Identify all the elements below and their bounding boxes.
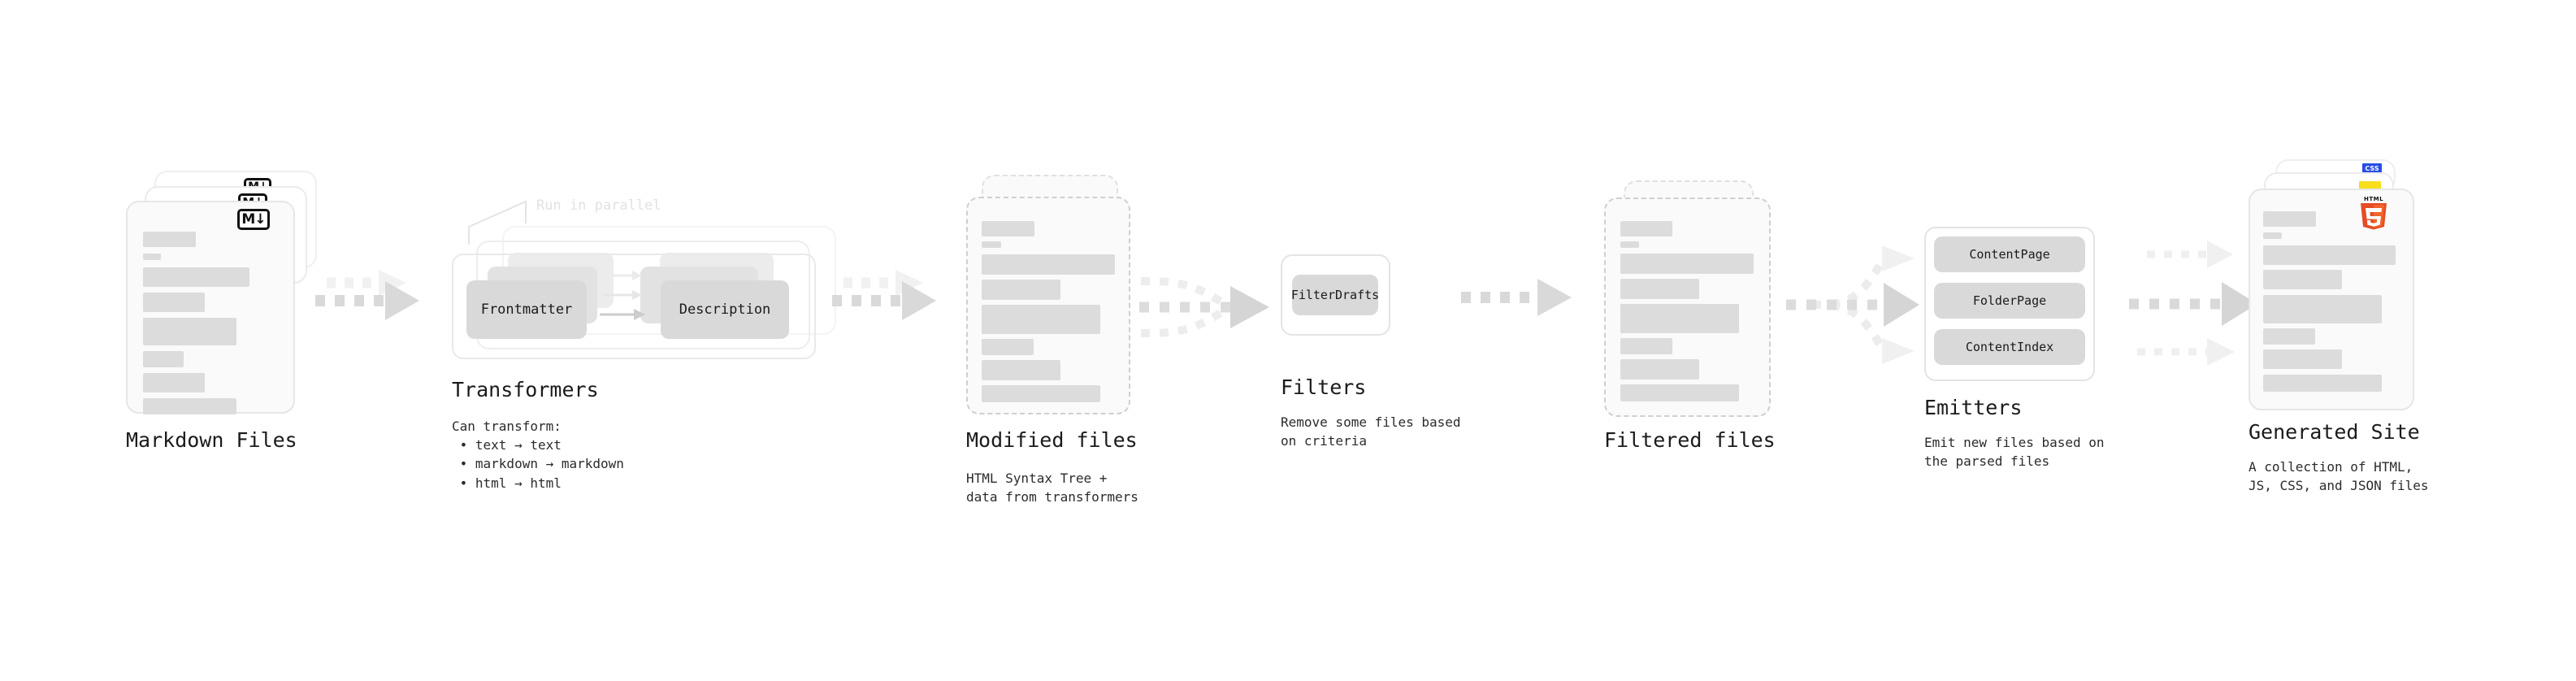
arrow-markdown-to-transformers <box>315 270 419 320</box>
skeleton-line <box>2263 245 2396 265</box>
markdown-files-title: Markdown Files <box>126 428 297 452</box>
chip-folderpage[interactable]: FolderPage <box>1934 283 2085 319</box>
skeleton-line <box>1620 384 1739 401</box>
skeleton-line <box>982 241 1001 248</box>
filtered-files-title: Filtered files <box>1604 428 1776 452</box>
skeleton-line <box>2263 349 2342 369</box>
emitters-subtitle: Emit new files based on the parsed files <box>1924 435 2105 470</box>
arrow-filters-to-filtered <box>1461 279 1572 316</box>
skeleton-line <box>2263 328 2315 345</box>
skeleton-line <box>143 398 236 414</box>
skeleton-line <box>2263 295 2382 323</box>
skeleton-line <box>1620 359 1699 380</box>
skeleton-line <box>2263 232 2282 239</box>
arrow-transformers-to-modified <box>832 270 936 320</box>
run-in-parallel-label: Run in parallel <box>536 197 661 214</box>
transformers-subtitle: Can transform: • text → text • markdown … <box>452 419 624 491</box>
filters-subtitle: Remove some files based on criteria <box>1281 414 1461 449</box>
skeleton-line <box>143 232 196 247</box>
skeleton-line <box>982 360 1060 380</box>
chip-description[interactable]: Description <box>661 280 789 339</box>
generated-site-subtitle: A collection of HTML, JS, CSS, and JSON … <box>2249 459 2429 494</box>
chip-filterdrafts[interactable]: FilterDrafts <box>1291 275 1379 315</box>
filters-title: Filters <box>1281 375 1367 399</box>
skeleton-line <box>1620 304 1739 333</box>
skeleton-line <box>1620 241 1639 248</box>
chip-contentindex[interactable]: ContentIndex <box>1934 329 2085 365</box>
generated-site-title: Generated Site <box>2249 420 2420 444</box>
skeleton-line <box>2263 270 2342 289</box>
modified-files-title: Modified files <box>966 428 1138 452</box>
chip-frontmatter[interactable]: Frontmatter <box>466 280 587 339</box>
html5-logo-icon: HTML <box>2361 196 2387 230</box>
skeleton-line <box>982 339 1034 355</box>
skeleton-line <box>982 221 1034 236</box>
skeleton-line <box>982 385 1100 402</box>
skeleton-line <box>143 351 184 367</box>
chip-contentpage[interactable]: ContentPage <box>1934 236 2085 272</box>
skeleton-line <box>982 305 1100 334</box>
run-in-parallel-leader <box>468 200 527 245</box>
svg-text:CSS: CSS <box>2365 165 2379 172</box>
skeleton-line <box>1620 279 1699 299</box>
transformer-panel-front <box>452 254 816 359</box>
skeleton-line <box>982 254 1115 275</box>
transformer-inner-arrows <box>600 271 645 320</box>
svg-text:HTML: HTML <box>2364 196 2383 202</box>
skeleton-line <box>143 267 249 287</box>
skeleton-line <box>143 293 205 312</box>
markdown-badge: M↓ <box>237 209 270 230</box>
transformers-title: Transformers <box>452 378 599 401</box>
arrow-filtered-to-emitters <box>1786 245 1919 364</box>
emitters-title: Emitters <box>1924 396 2023 419</box>
skeleton-line <box>143 373 205 393</box>
arrow-emitters-to-site <box>2129 241 2257 366</box>
skeleton-line <box>1620 221 1672 236</box>
skeleton-line <box>982 280 1060 300</box>
skeleton-line <box>143 318 236 345</box>
skeleton-line <box>2263 375 2382 392</box>
skeleton-line <box>1620 338 1672 354</box>
modified-files-subtitle: HTML Syntax Tree + data from transformer… <box>966 471 1138 505</box>
arrow-modified-to-filters <box>1139 277 1269 337</box>
skeleton-line <box>143 254 161 260</box>
skeleton-line <box>1620 254 1754 274</box>
skeleton-line <box>2263 211 2316 227</box>
